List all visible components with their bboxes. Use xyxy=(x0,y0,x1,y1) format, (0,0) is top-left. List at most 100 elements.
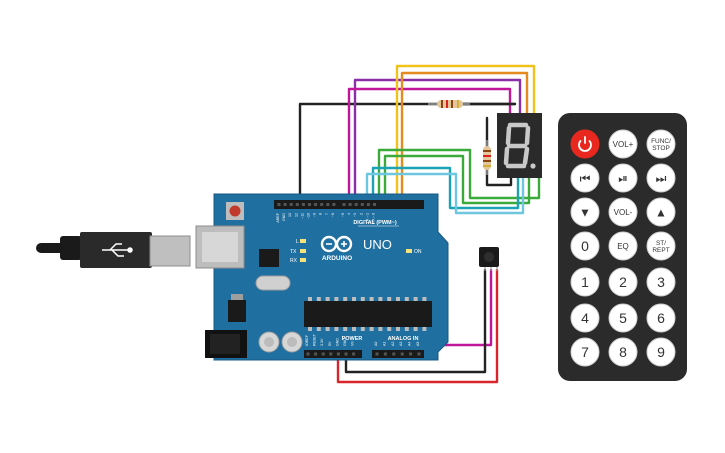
digital-pin-label: TX→1 xyxy=(365,213,369,223)
remote-button-label: ▼ xyxy=(579,205,591,219)
remote-button-play-pause[interactable]: ⏯ xyxy=(608,163,638,193)
digital-pin-hole[interactable] xyxy=(308,203,311,206)
remote-button-power[interactable]: ⏻ xyxy=(570,129,600,159)
remote-button-2[interactable]: 2 xyxy=(608,267,638,297)
remote-button-st-rept[interactable]: ST/REPT xyxy=(646,231,676,261)
remote-button-prev[interactable]: ⏮ xyxy=(570,163,600,193)
digital-pin-hole[interactable] xyxy=(332,203,336,206)
remote-button-4[interactable]: 4 xyxy=(570,303,600,333)
power-pin-hole[interactable] xyxy=(321,352,325,356)
digital-pin-hole[interactable] xyxy=(320,203,324,206)
digital-pin-hole[interactable] xyxy=(283,203,287,206)
ir-remote[interactable]: ⏻ VOL+ FUNC/STOP ⏮ ⏯ ⏭ ▼ VOL- ▲ 0 EQ ST/REPT 12 3 4 5 6 7… xyxy=(558,113,687,381)
remote-button-7[interactable]: 7 xyxy=(570,337,600,367)
remote-button-eq[interactable]: EQ xyxy=(608,231,638,261)
digital-pin-hole[interactable] xyxy=(354,203,358,206)
power-pin-hole[interactable] xyxy=(329,352,333,356)
remote-button-9[interactable]: 9 xyxy=(646,337,676,367)
analog-pin-hole[interactable] xyxy=(375,352,379,356)
digital-label: DIGITAL (PWM~) xyxy=(353,220,397,226)
analog-pin-hole[interactable] xyxy=(417,352,421,356)
power-icon xyxy=(578,140,592,152)
remote-button-1[interactable]: 1 xyxy=(570,267,600,297)
remote-button-0[interactable]: 0 xyxy=(570,231,600,261)
analog-pin-hole[interactable] xyxy=(409,352,413,356)
digital-pin-label: GND xyxy=(282,213,286,221)
usb-cable[interactable] xyxy=(36,232,191,268)
remote-button-vol-down[interactable]: VOL- xyxy=(608,197,638,227)
digital-pin-label: ~11 xyxy=(300,213,304,219)
digital-pin-label: ~10 xyxy=(307,213,311,219)
digital-pin-label: AREF xyxy=(276,212,280,222)
model-text: UNO xyxy=(363,237,392,252)
digital-pin-label: ~6 xyxy=(331,213,335,217)
digital-pin-hole[interactable] xyxy=(301,203,305,206)
remote-button-6[interactable]: 6 xyxy=(646,303,676,333)
analog-pin-hole[interactable] xyxy=(400,352,404,356)
digital-pin-hole[interactable] xyxy=(366,203,370,206)
power-pin-hole[interactable] xyxy=(336,352,340,356)
digital-pin-hole[interactable] xyxy=(342,203,346,206)
wire-ir-red[interactable] xyxy=(336,268,499,384)
digital-pin-hole[interactable] xyxy=(373,203,376,206)
analog-pin-label: A3 xyxy=(399,342,403,346)
seven-segment-display[interactable]: 8 xyxy=(497,113,542,178)
power-pin-label: 5V xyxy=(328,341,332,346)
wire-black-gnd[interactable] xyxy=(298,102,517,207)
remote-button-label: VOL- xyxy=(614,208,633,217)
brand-text: ARDUINO xyxy=(322,255,352,262)
digital-pin-label: ~9 xyxy=(313,213,317,217)
digital-pin-hole[interactable] xyxy=(295,203,299,206)
digital-pin-holes xyxy=(277,203,376,206)
wire-green-2[interactable] xyxy=(383,154,531,207)
analog-pin-label: A0 xyxy=(374,342,378,346)
power-pin-hole[interactable] xyxy=(306,352,310,356)
remote-button-5[interactable]: 5 xyxy=(608,303,638,333)
power-pin-hole[interactable] xyxy=(344,352,348,356)
power-pin-hole[interactable] xyxy=(352,352,356,356)
wire-green-1[interactable] xyxy=(377,148,541,207)
remote-button-label: 8 xyxy=(619,344,627,360)
analog-pin-label: A4 xyxy=(408,342,412,346)
analog-pin-hole[interactable] xyxy=(392,352,396,356)
remote-button-label: 7 xyxy=(581,344,589,360)
wire-purple[interactable] xyxy=(353,78,522,207)
digital-pin-hole[interactable] xyxy=(360,203,364,206)
wire-lightblue[interactable] xyxy=(365,172,525,215)
digital-pin-hole[interactable] xyxy=(314,203,318,206)
analog-pin-label: A2 xyxy=(391,342,395,346)
digital-pin-label: 12 xyxy=(294,213,298,217)
remote-button-func-stop[interactable]: FUNC/STOP xyxy=(646,129,676,159)
power-pin-hole[interactable] xyxy=(314,352,318,356)
wire-yellow[interactable] xyxy=(395,64,536,207)
remote-button-label: 6 xyxy=(657,310,665,326)
remote-button-label: FUNC/STOP xyxy=(651,138,671,152)
power-label: POWER xyxy=(342,336,363,342)
digital-pin-hole[interactable] xyxy=(348,203,352,206)
usb-icon xyxy=(102,243,133,257)
wire-magenta[interactable] xyxy=(347,87,512,207)
ir-receiver[interactable] xyxy=(479,247,499,271)
digital-pin-hole[interactable] xyxy=(289,203,293,206)
analog-label: ANALOG IN xyxy=(388,336,419,342)
remote-button-down[interactable]: ▼ xyxy=(570,197,600,227)
digital-pin-hole[interactable] xyxy=(326,203,330,206)
resistor-vertical[interactable] xyxy=(483,140,491,175)
remote-button-label: 3 xyxy=(657,274,665,290)
analog-header xyxy=(372,350,424,358)
remote-button-next[interactable]: ⏭ xyxy=(646,163,676,193)
remote-button-label: 5 xyxy=(619,310,627,326)
analog-pin-hole[interactable] xyxy=(383,352,387,356)
remote-button-8[interactable]: 8 xyxy=(608,337,638,367)
remote-button-vol-up[interactable]: VOL+ xyxy=(608,129,638,159)
resistor-horizontal[interactable] xyxy=(428,100,470,108)
remote-button-label: VOL+ xyxy=(613,140,634,149)
remote-button-label: ST/REPT xyxy=(652,240,669,254)
wire-orange[interactable] xyxy=(400,71,529,207)
digital-pin-hole[interactable] xyxy=(277,203,281,206)
remote-button-up[interactable]: ▲ xyxy=(646,197,676,227)
remote-button-3[interactable]: 3 xyxy=(646,267,676,297)
